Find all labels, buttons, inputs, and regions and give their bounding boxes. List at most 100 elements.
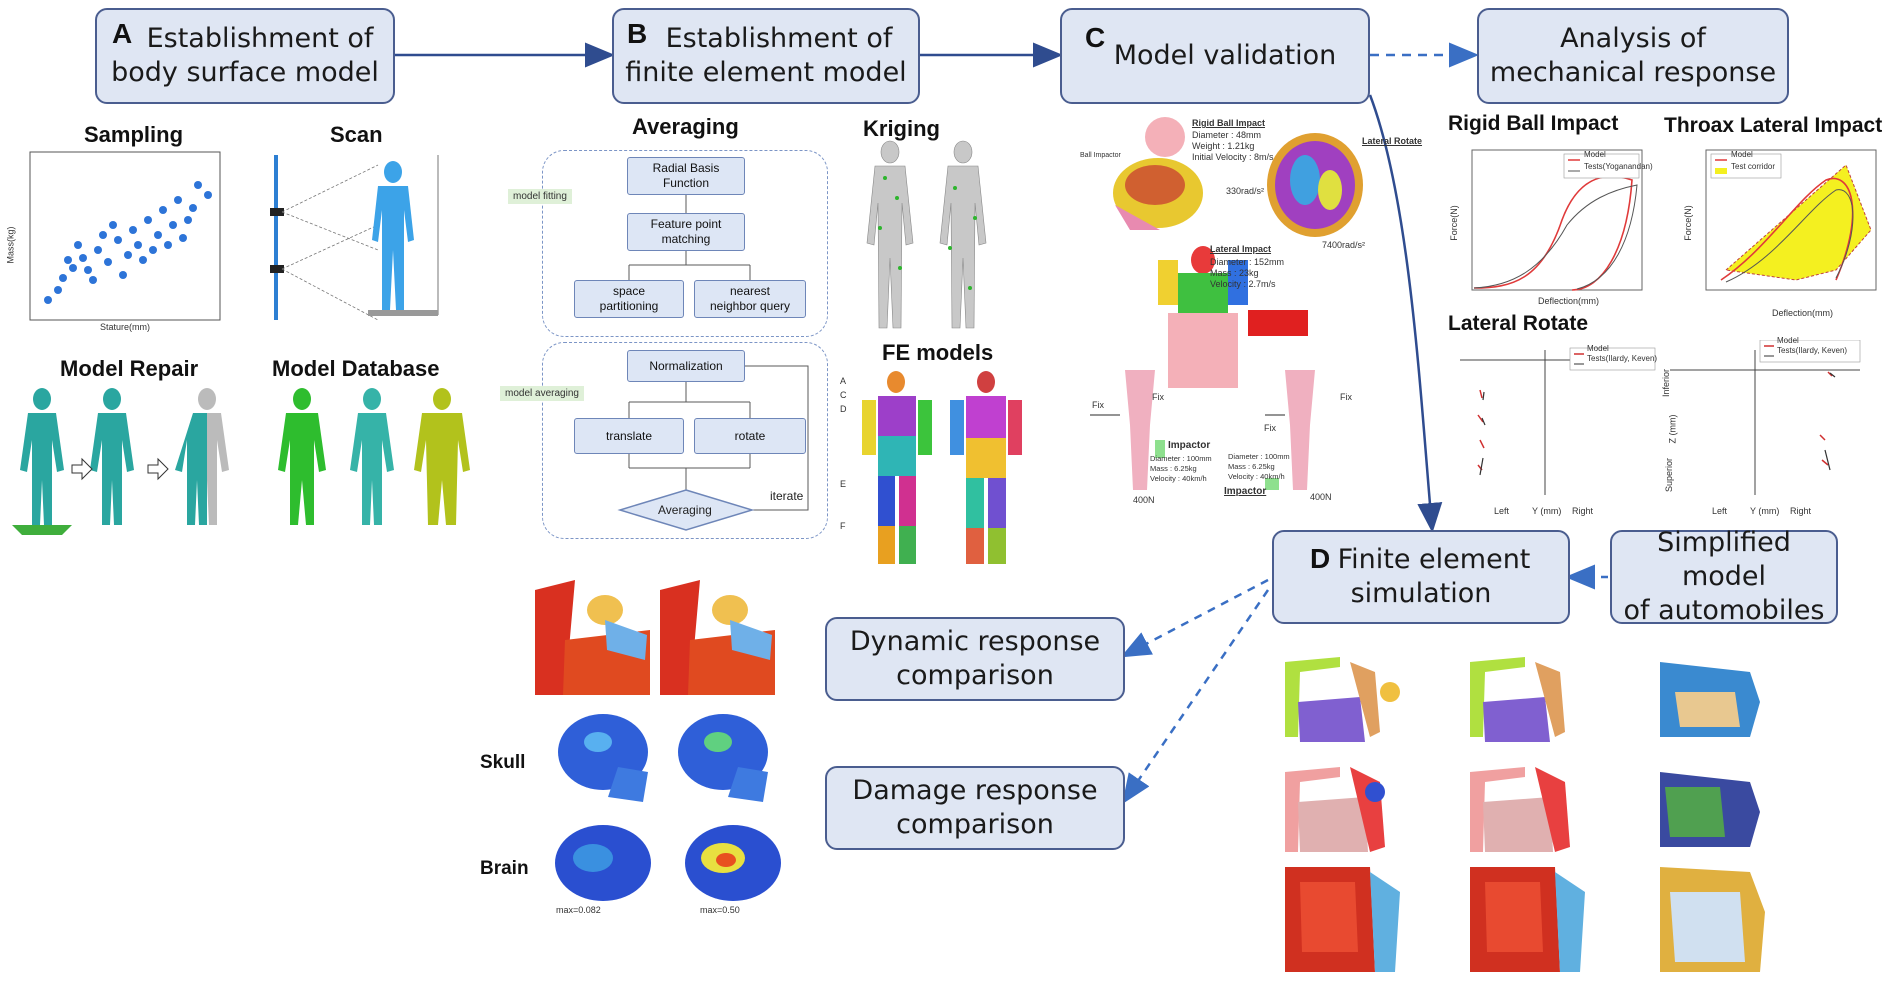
lr-left-left: Left xyxy=(1494,506,1510,516)
lr-left-right: Left xyxy=(1712,506,1728,516)
scatter-point xyxy=(134,241,142,249)
automobile-simulation-grid xyxy=(1285,657,1765,972)
scatter-point xyxy=(59,274,67,282)
scatter-point xyxy=(179,234,187,242)
scatter-point xyxy=(114,236,122,244)
flow-iterate-text: iterate xyxy=(770,489,804,503)
fix-label-4: Fix xyxy=(1340,392,1352,402)
fpm-line2: matching xyxy=(661,232,711,246)
kriging-figures xyxy=(866,140,987,329)
scatter-point xyxy=(169,221,177,229)
fpm-line1: Feature point xyxy=(650,217,722,231)
label-kriging: Kriging xyxy=(863,116,940,141)
flowchart-fitting-frame xyxy=(542,150,828,337)
scatter-point xyxy=(139,256,147,264)
scatter-point xyxy=(164,241,172,249)
arrow-d-to-dynamic xyxy=(1120,578,1269,658)
scatter-point xyxy=(79,254,87,262)
impactor-2-diameter: Diameter : 100mm xyxy=(1228,452,1290,461)
rb-xlabel: Deflection(mm) xyxy=(1538,296,1600,306)
leg-models xyxy=(1090,370,1315,490)
scatter-point xyxy=(149,246,157,254)
model-database-figures xyxy=(278,388,470,525)
nn-line1: nearest xyxy=(729,284,771,298)
scatter-point xyxy=(64,256,72,264)
translate-text: translate xyxy=(605,428,653,443)
flow-averaging-diamond xyxy=(617,489,755,531)
fix-label-3: Fix xyxy=(1264,423,1276,433)
fe-models-figures xyxy=(862,371,1022,564)
damage-line1: Damage response xyxy=(852,775,1098,806)
sp-line1: space xyxy=(612,284,646,298)
skull-images xyxy=(558,714,768,802)
dynamic-line1: Dynamic response xyxy=(849,626,1101,657)
box-c-model-validation: Model validation xyxy=(1060,8,1370,104)
analysis-line1: Analysis of xyxy=(1560,23,1706,54)
scatter-point xyxy=(129,226,137,234)
box-a-line2: body surface model xyxy=(111,57,379,88)
scatter-points xyxy=(44,181,212,304)
box-c-line1: Model validation xyxy=(1113,40,1337,71)
rigid-ball-impact-graph xyxy=(1471,149,1643,291)
scatter-point xyxy=(204,191,212,199)
lateral-rotate-graph-right xyxy=(1665,340,1870,500)
box-d-letter: D xyxy=(1310,543,1331,574)
label-scan: Scan xyxy=(330,122,383,147)
model-repair-figures xyxy=(12,388,229,535)
dynamic-response-images xyxy=(535,580,775,695)
simplified-line2: of automobiles xyxy=(1623,595,1825,626)
rb-ylabel: Force(N) xyxy=(1448,205,1459,241)
scatter-point xyxy=(69,264,77,272)
lateral-rotate-head-model xyxy=(1267,133,1363,237)
box-d-line2: simulation xyxy=(1350,578,1492,609)
scatter-point xyxy=(154,231,162,239)
box-a-line1: Establishment of xyxy=(146,23,374,54)
arrow-d-to-damage xyxy=(1122,589,1270,805)
impactor-2-velocity: Velocity : 40km/h xyxy=(1228,472,1285,481)
rb-legend-tests: Tests(Yoganandan) xyxy=(1584,162,1653,171)
scatter-point xyxy=(84,266,92,274)
lr-legend-model-right: Model xyxy=(1777,336,1799,345)
rbf-line1: Radial Basis xyxy=(652,161,720,175)
rigid-ball-title: Rigid Ball Impact xyxy=(1192,118,1266,128)
scatter-point xyxy=(159,206,167,214)
scatter-point xyxy=(54,286,62,294)
force-label-2: 400N xyxy=(1310,492,1332,502)
brain-images xyxy=(555,825,781,901)
impactor-2-mass: Mass : 6.25kg xyxy=(1228,462,1275,471)
impactor-1-title: Impactor xyxy=(1168,440,1211,451)
lr-legend-tests-right: Tests(Ilardy, Keven) xyxy=(1777,346,1848,355)
fe-letter-a: A xyxy=(840,376,847,386)
flow-averaging-text: Averaging xyxy=(658,503,712,517)
sp-line2: partitioning xyxy=(599,299,659,313)
box-a-letter: A xyxy=(112,18,133,49)
max-label-right: max=0.50 xyxy=(700,905,740,915)
scatter-point xyxy=(124,251,132,259)
label-thorax-lateral-impact: Throax Lateral Impact xyxy=(1664,114,1883,137)
box-c-letter: C xyxy=(1085,22,1106,53)
lr-superior-label: Superior xyxy=(1664,457,1675,493)
normalization-text: Normalization xyxy=(649,358,723,373)
th-legend-model: Model xyxy=(1731,150,1753,159)
lr-right-right: Right xyxy=(1790,506,1812,516)
analysis-line2: mechanical response xyxy=(1489,57,1777,88)
fe-letter-c: C xyxy=(840,390,847,400)
rigid-ball-weight: Weight : 1.21kg xyxy=(1192,141,1255,151)
label-brain: Brain xyxy=(480,858,529,879)
lr-legend-model-left: Model xyxy=(1587,344,1609,353)
rotation-label-1: 330rad/s² xyxy=(1226,186,1265,196)
impactor-2-title: Impactor xyxy=(1224,486,1267,497)
lateral-rotate-title: Lateral Rotate xyxy=(1362,136,1423,146)
flow-translate: translate xyxy=(574,418,684,454)
label-fe-models: FE models xyxy=(882,340,994,365)
max-label-left: max=0.082 xyxy=(556,905,601,915)
arrow-c-to-d xyxy=(1368,94,1443,533)
label-model-repair: Model Repair xyxy=(60,356,199,381)
fe-letter-d: D xyxy=(840,404,847,414)
